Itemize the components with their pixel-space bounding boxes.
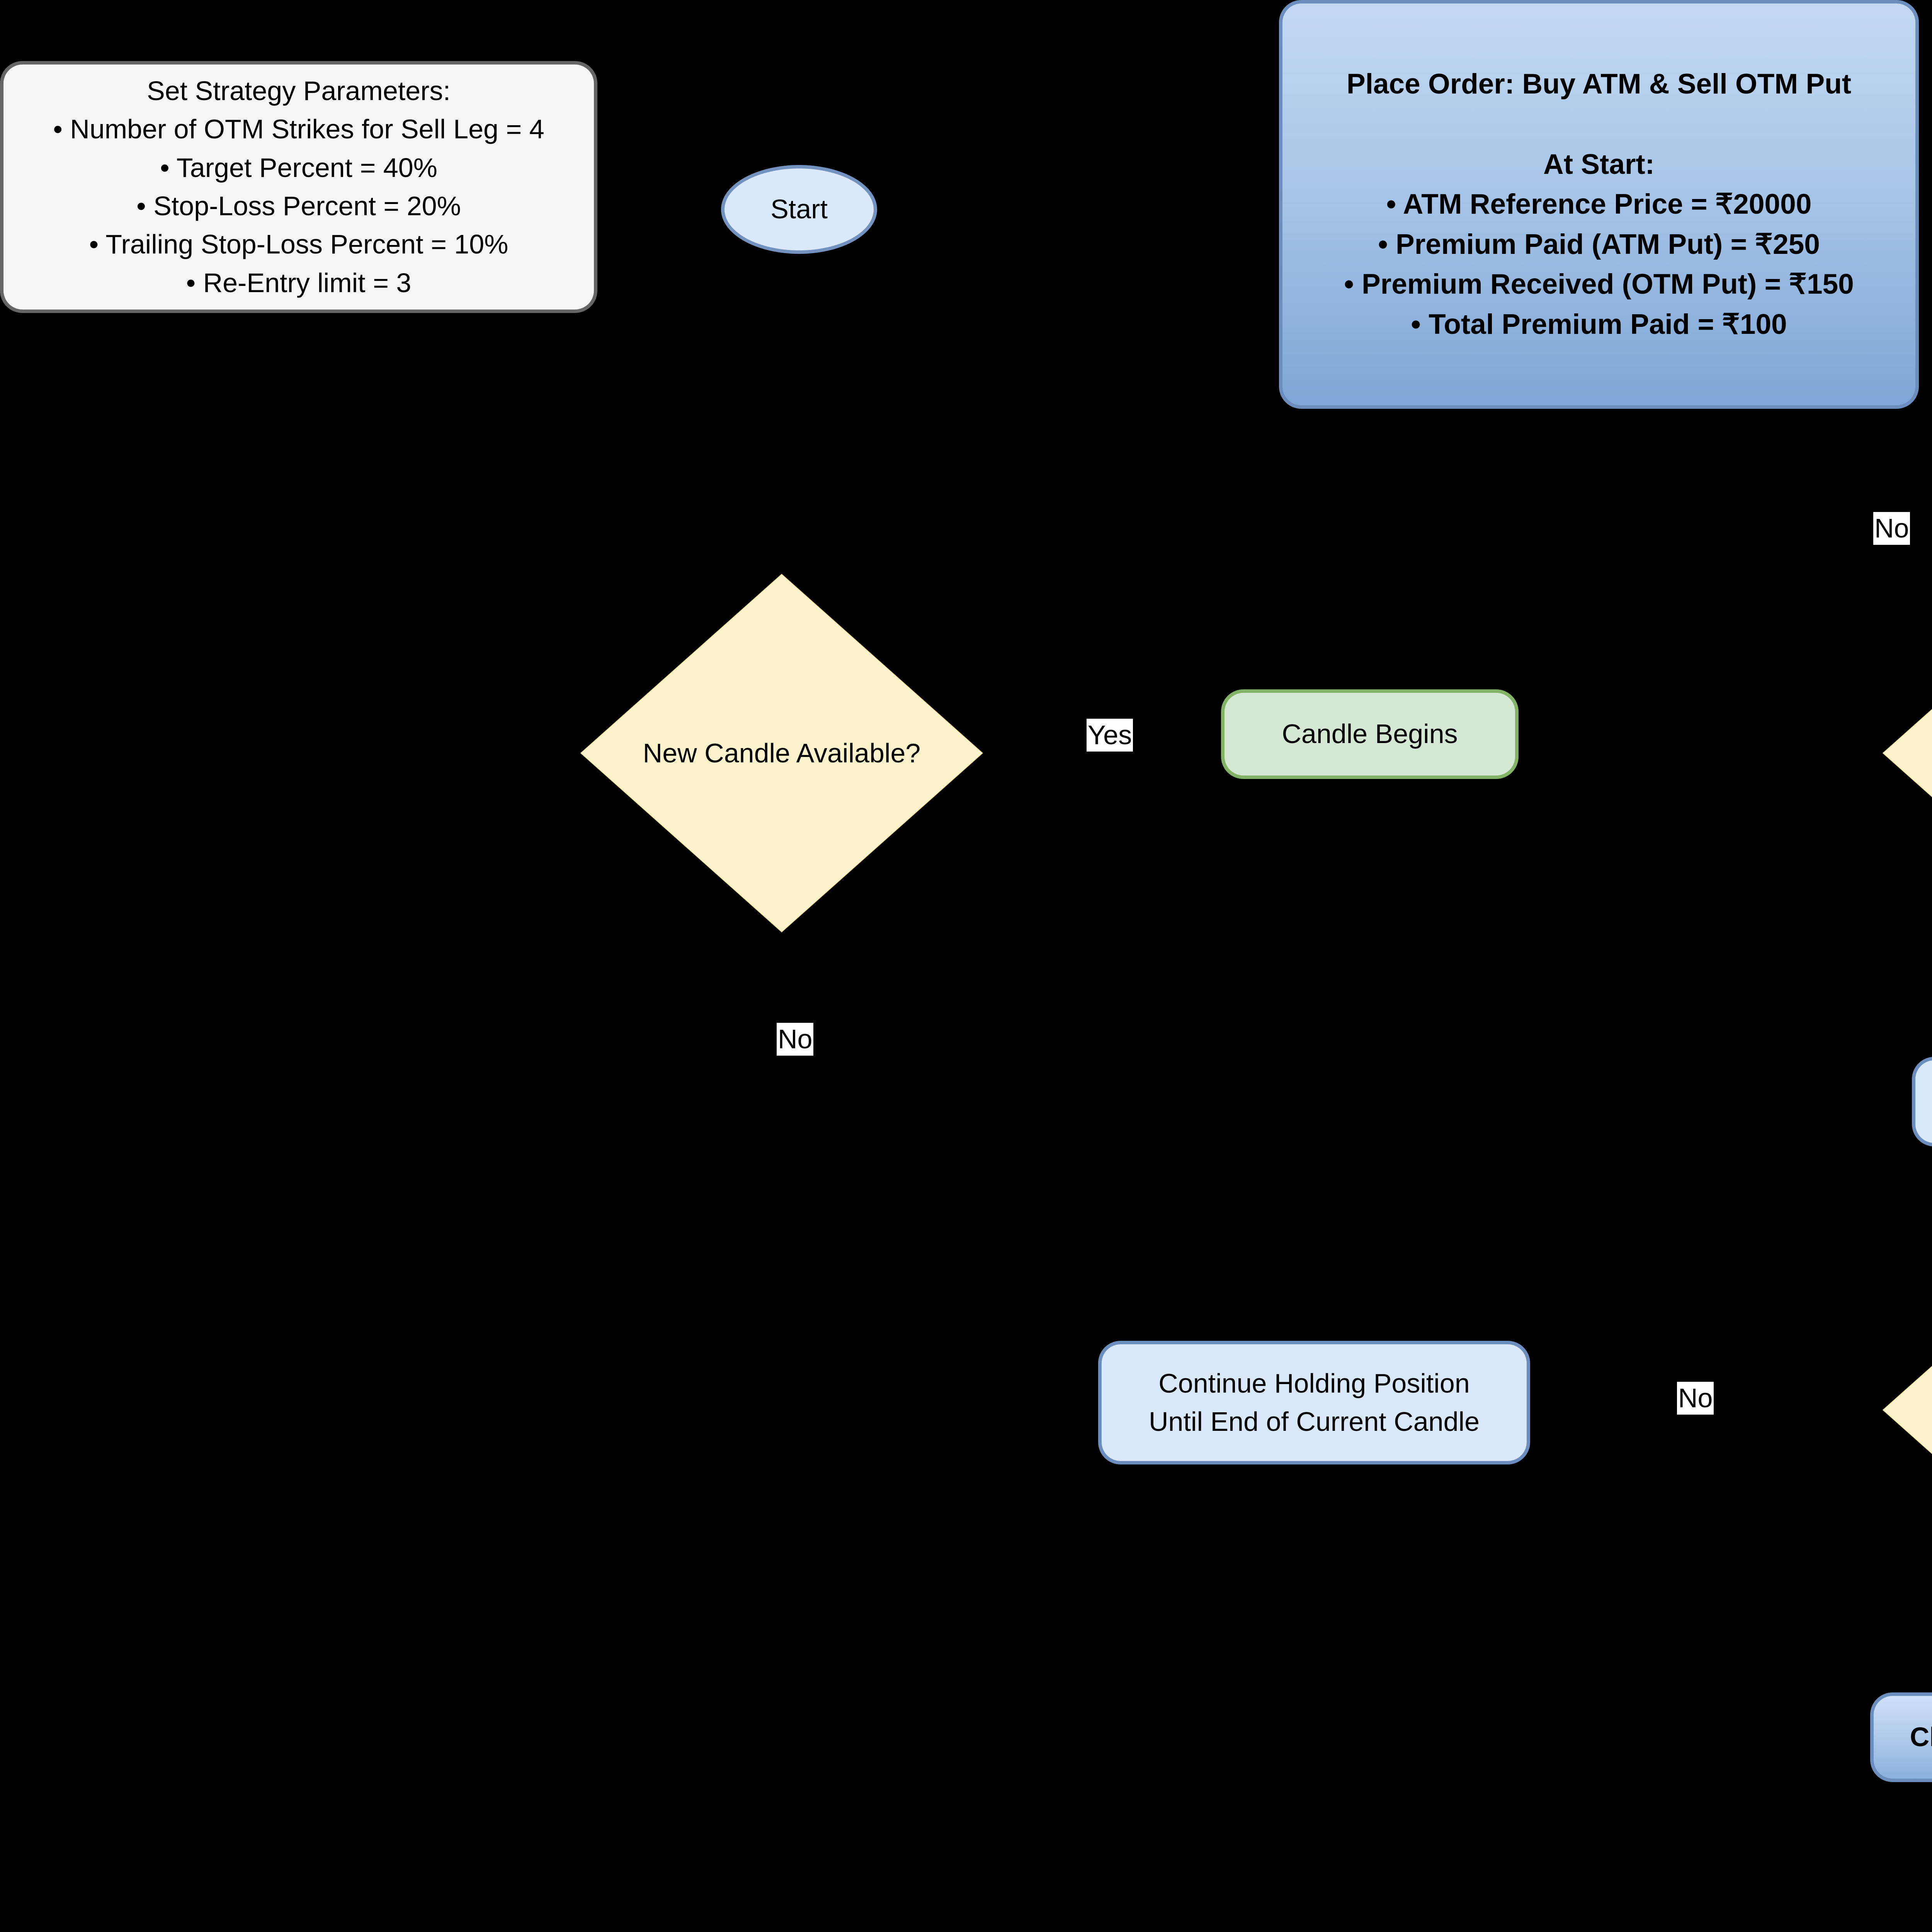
node-candle-begins[interactable]: Candle Begins <box>1221 689 1519 779</box>
edge-label-new-candle-yes: Yes <box>1087 719 1133 752</box>
node-new-candle-available[interactable]: New Candle Available? <box>577 571 986 935</box>
diamond-shape <box>1879 1228 1932 1592</box>
node-close-trade[interactable]: Close Trade for Profit/Loss <box>1870 1692 1932 1782</box>
node-place-order[interactable]: Place Order: Buy ATM & Sell OTM Put At S… <box>1279 0 1919 409</box>
node-start[interactable]: Start <box>721 165 877 254</box>
edge-label-trailing-sl-no: No <box>1677 1382 1714 1415</box>
edge-label-new-candle-no: No <box>777 1023 814 1056</box>
diamond-shape <box>1879 1913 1932 1932</box>
node-open-positions-exist[interactable]: Open Positions Exist? <box>1879 571 1932 935</box>
node-re-entry-allowed[interactable]: Re-entry Allowed? <box>1879 1913 1932 1932</box>
node-continue-holding-position[interactable]: Continue Holding Position Until End of C… <box>1098 1341 1530 1464</box>
diamond-shape <box>577 571 986 935</box>
node-monitor-net-premium[interactable]: Monitor Net Premium <box>1912 1057 1932 1146</box>
node-set-strategy-parameters[interactable]: Set Strategy Parameters: • Number of OTM… <box>0 61 597 313</box>
diamond-shape <box>1879 571 1932 935</box>
node-trailing-stop-loss-hit[interactable]: Trailing Stop-Loss Hit? <box>1879 1228 1932 1592</box>
edge-label-open-positions-no: No <box>1873 512 1910 545</box>
